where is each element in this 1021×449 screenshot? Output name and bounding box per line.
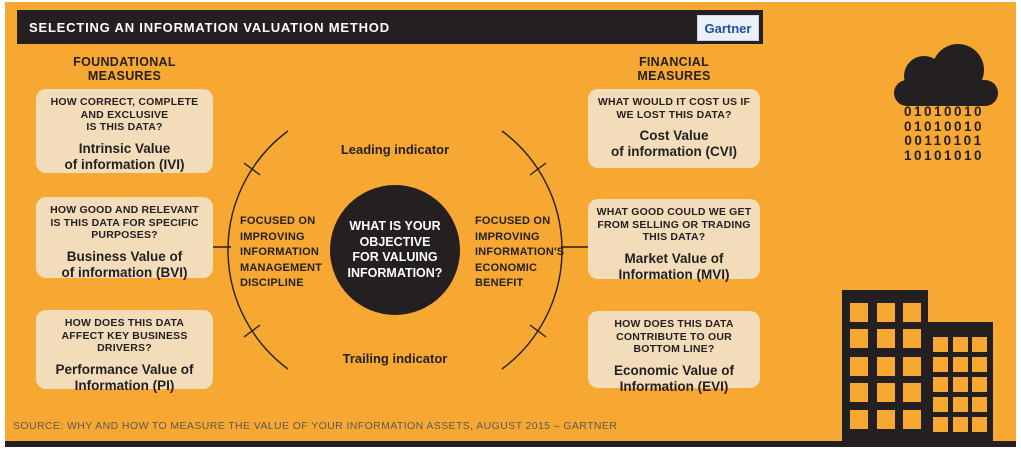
market-value-label: Market Value of Information (MVI) (618, 250, 730, 282)
performance-value-question: HOW DOES THIS DATA AFFECT KEY BUSINESS D… (61, 317, 188, 354)
foundational-measures-heading: FOUNDATIONAL MEASURES (73, 55, 176, 83)
central-objective-circle: WHAT IS YOUR OBJECTIVE FOR VALUING INFOR… (330, 185, 460, 315)
data-cloud-icon (894, 44, 998, 106)
leading-indicator-label: Leading indicator (340, 142, 450, 157)
performance-value-label: Performance Value of Information (PI) (55, 361, 194, 393)
intrinsic-value-label: Intrinsic Value of information (IVI) (64, 140, 185, 172)
gartner-logo-text: Gartner (704, 20, 752, 36)
cost-value-question: WHAT WOULD IT COST US IF WE LOST THIS DA… (597, 96, 751, 121)
business-value-label: Business Value of of information (BVI) (61, 248, 188, 280)
intrinsic-value-box: HOW CORRECT, COMPLETE AND EXCLUSIVE IS T… (36, 89, 213, 173)
intrinsic-value-question: HOW CORRECT, COMPLETE AND EXCLUSIVE IS T… (50, 96, 199, 133)
central-question: WHAT IS YOUR OBJECTIVE FOR VALUING INFOR… (347, 219, 443, 280)
infographic-canvas: SELECTING AN INFORMATION VALUATION METHO… (5, 2, 1016, 447)
cost-value-box: WHAT WOULD IT COST US IF WE LOST THIS DA… (588, 89, 760, 168)
business-value-question: HOW GOOD AND RELEVANT IS THIS DATA FOR S… (50, 204, 199, 241)
binary-data-text: 01010010 01010010 00110101 10101010 (903, 104, 985, 163)
right-focus-text: FOCUSED ON IMPROVING INFORMATION'S ECONO… (475, 215, 565, 289)
economic-value-label: Economic Value of Information (EVI) (613, 362, 735, 394)
economic-value-question: HOW DOES THIS DATA CONTRIBUTE TO OUR BOT… (614, 318, 734, 355)
economic-value-box: HOW DOES THIS DATA CONTRIBUTE TO OUR BOT… (588, 311, 760, 394)
trailing-indicator-label: Trailing indicator (342, 351, 448, 366)
market-value-box: WHAT GOOD COULD WE GET FROM SELLING OR T… (588, 199, 760, 282)
financial-measures-heading: FINANCIAL MEASURES (637, 55, 711, 83)
business-value-box: HOW GOOD AND RELEVANT IS THIS DATA FOR S… (36, 197, 213, 280)
ground-bar (5, 441, 1016, 447)
source-citation: SOURCE: WHY AND HOW TO MEASURE THE VALUE… (13, 420, 618, 432)
left-focus-text: FOCUSED ON IMPROVING INFORMATION MANAGEM… (240, 215, 323, 289)
performance-value-box: HOW DOES THIS DATA AFFECT KEY BUSINESS D… (36, 310, 213, 393)
gartner-logo: Gartner (697, 15, 759, 41)
cost-value-label: Cost Value of information (CVI) (611, 128, 737, 159)
header-bar: SELECTING AN INFORMATION VALUATION METHO… (17, 10, 763, 44)
market-value-question: WHAT GOOD COULD WE GET FROM SELLING OR T… (596, 206, 752, 243)
page-title: SELECTING AN INFORMATION VALUATION METHO… (29, 19, 390, 35)
buildings-icon (842, 290, 993, 447)
